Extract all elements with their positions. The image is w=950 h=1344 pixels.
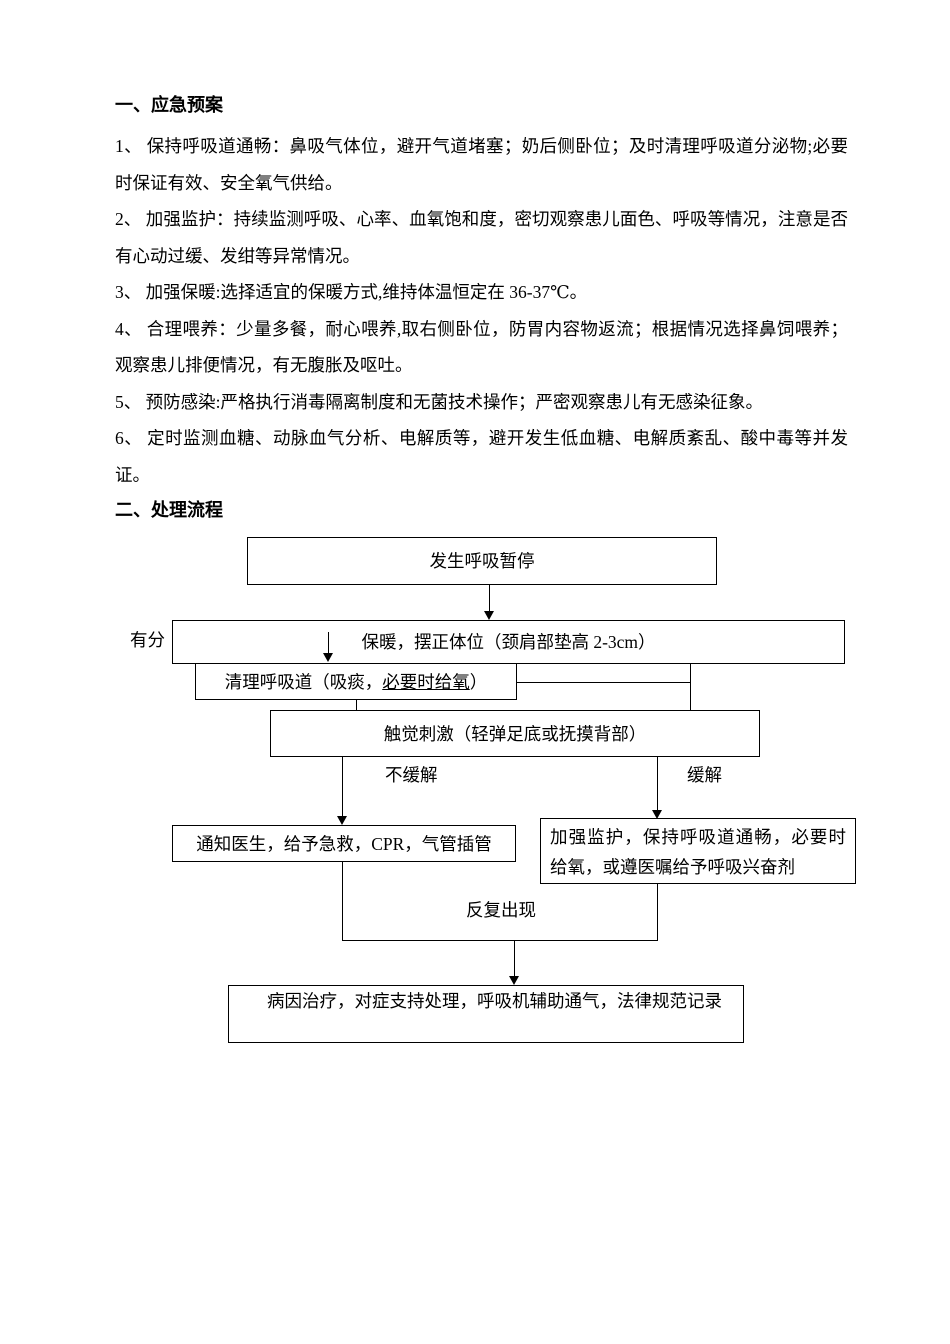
flow-box-notify-doctor: 通知医生，给予急救，CPR，气管插管 bbox=[172, 825, 516, 862]
flowchart: 有分 发生呼吸暂停 保暖，摆正体位（颈肩部垫高 2-3cm） 清理呼吸道（吸痰，… bbox=[0, 530, 950, 1120]
arrowhead-warm-to-clear bbox=[323, 653, 333, 662]
flow-box-apnea: 发生呼吸暂停 bbox=[247, 537, 717, 585]
flow-box-keep-warm: 保暖，摆正体位（颈肩部垫高 2-3cm） bbox=[172, 620, 845, 664]
clear-airway-text-close: ） bbox=[469, 671, 488, 692]
connector-apnea-to-warm bbox=[489, 585, 490, 613]
section-1-heading: 一、应急预案 bbox=[115, 95, 223, 115]
connector-warm-to-clear bbox=[328, 632, 329, 654]
clear-airway-text: 清理呼吸道（吸痰， bbox=[224, 671, 383, 692]
connector-notify-down bbox=[342, 862, 343, 940]
flow-box-clear-airway: 清理呼吸道（吸痰，必要时给氧） bbox=[195, 663, 517, 700]
connector-monitor-down bbox=[657, 884, 658, 940]
flow-label-no-relief: 不缓解 bbox=[385, 765, 438, 785]
arrowhead-merge-to-treatment bbox=[509, 976, 519, 985]
section-2-heading: 二、处理流程 bbox=[115, 500, 223, 520]
list-item-4: 4、 合理喂养：少量多餐，耐心喂养,取右侧卧位，防胃内容物返流；根据情况选择鼻饲… bbox=[115, 318, 848, 376]
list-item-1: 1、 保持呼吸道通畅：鼻吸气体位，避开气道堵塞；奶后侧卧位；及时清理呼吸道分泌物… bbox=[115, 136, 848, 193]
connector-no-relief-branch bbox=[342, 757, 343, 817]
flow-box-tactile-stimulation: 触觉刺激（轻弹足底或抚摸背部） bbox=[270, 710, 760, 757]
list-item-5: 5、 预防感染:严格执行消毒隔离制度和无菌技术操作；严密观察患儿有无感染征象。 bbox=[115, 391, 763, 412]
connector-merge-to-treatment bbox=[514, 940, 515, 977]
list-item-2: 2、 加强监护：持续监测呼吸、心率、血氧饱和度，密切观察患儿面色、呼吸等情况，注… bbox=[115, 209, 848, 266]
connector-relief-branch bbox=[657, 757, 658, 811]
connector-clear-to-right-line bbox=[517, 682, 690, 683]
connector-clear-to-stimulate bbox=[356, 700, 357, 710]
flow-box-strengthen-monitoring: 加强监护，保持呼吸道通畅，必要时给氧，或遵医嘱给予呼吸兴奋剂 bbox=[540, 818, 856, 884]
clear-airway-underlined-text: 必要时给氧 bbox=[382, 671, 470, 692]
flow-label-relief: 缓解 bbox=[687, 765, 722, 785]
flow-label-recurrence: 反复出现 bbox=[466, 900, 536, 920]
connector-warm-right-to-stimulate bbox=[690, 664, 691, 710]
arrowhead-apnea-to-warm bbox=[484, 611, 494, 620]
connector-merge-horizontal bbox=[342, 940, 658, 941]
document-body-text: 一、应急预案 1、 保持呼吸道通畅：鼻吸气体位，避开气道堵塞；奶后侧卧位；及时清… bbox=[115, 92, 848, 523]
flow-box-etiological-treatment: 病因治疗，对症支持处理，呼吸机辅助通气，法律规范记录 bbox=[228, 985, 744, 1043]
flow-label-secretion: 有分 bbox=[130, 630, 165, 650]
list-item-6: 6、 定时监测血糖、动脉血气分析、电解质等，避开发生低血糖、电解质紊乱、酸中毒等… bbox=[115, 428, 848, 485]
arrowhead-no-relief-branch bbox=[337, 816, 347, 825]
list-item-3: 3、 加强保暖:选择适宜的保暖方式,维持体温恒定在 36-37℃。 bbox=[115, 282, 588, 302]
arrowhead-relief-branch bbox=[652, 810, 662, 819]
